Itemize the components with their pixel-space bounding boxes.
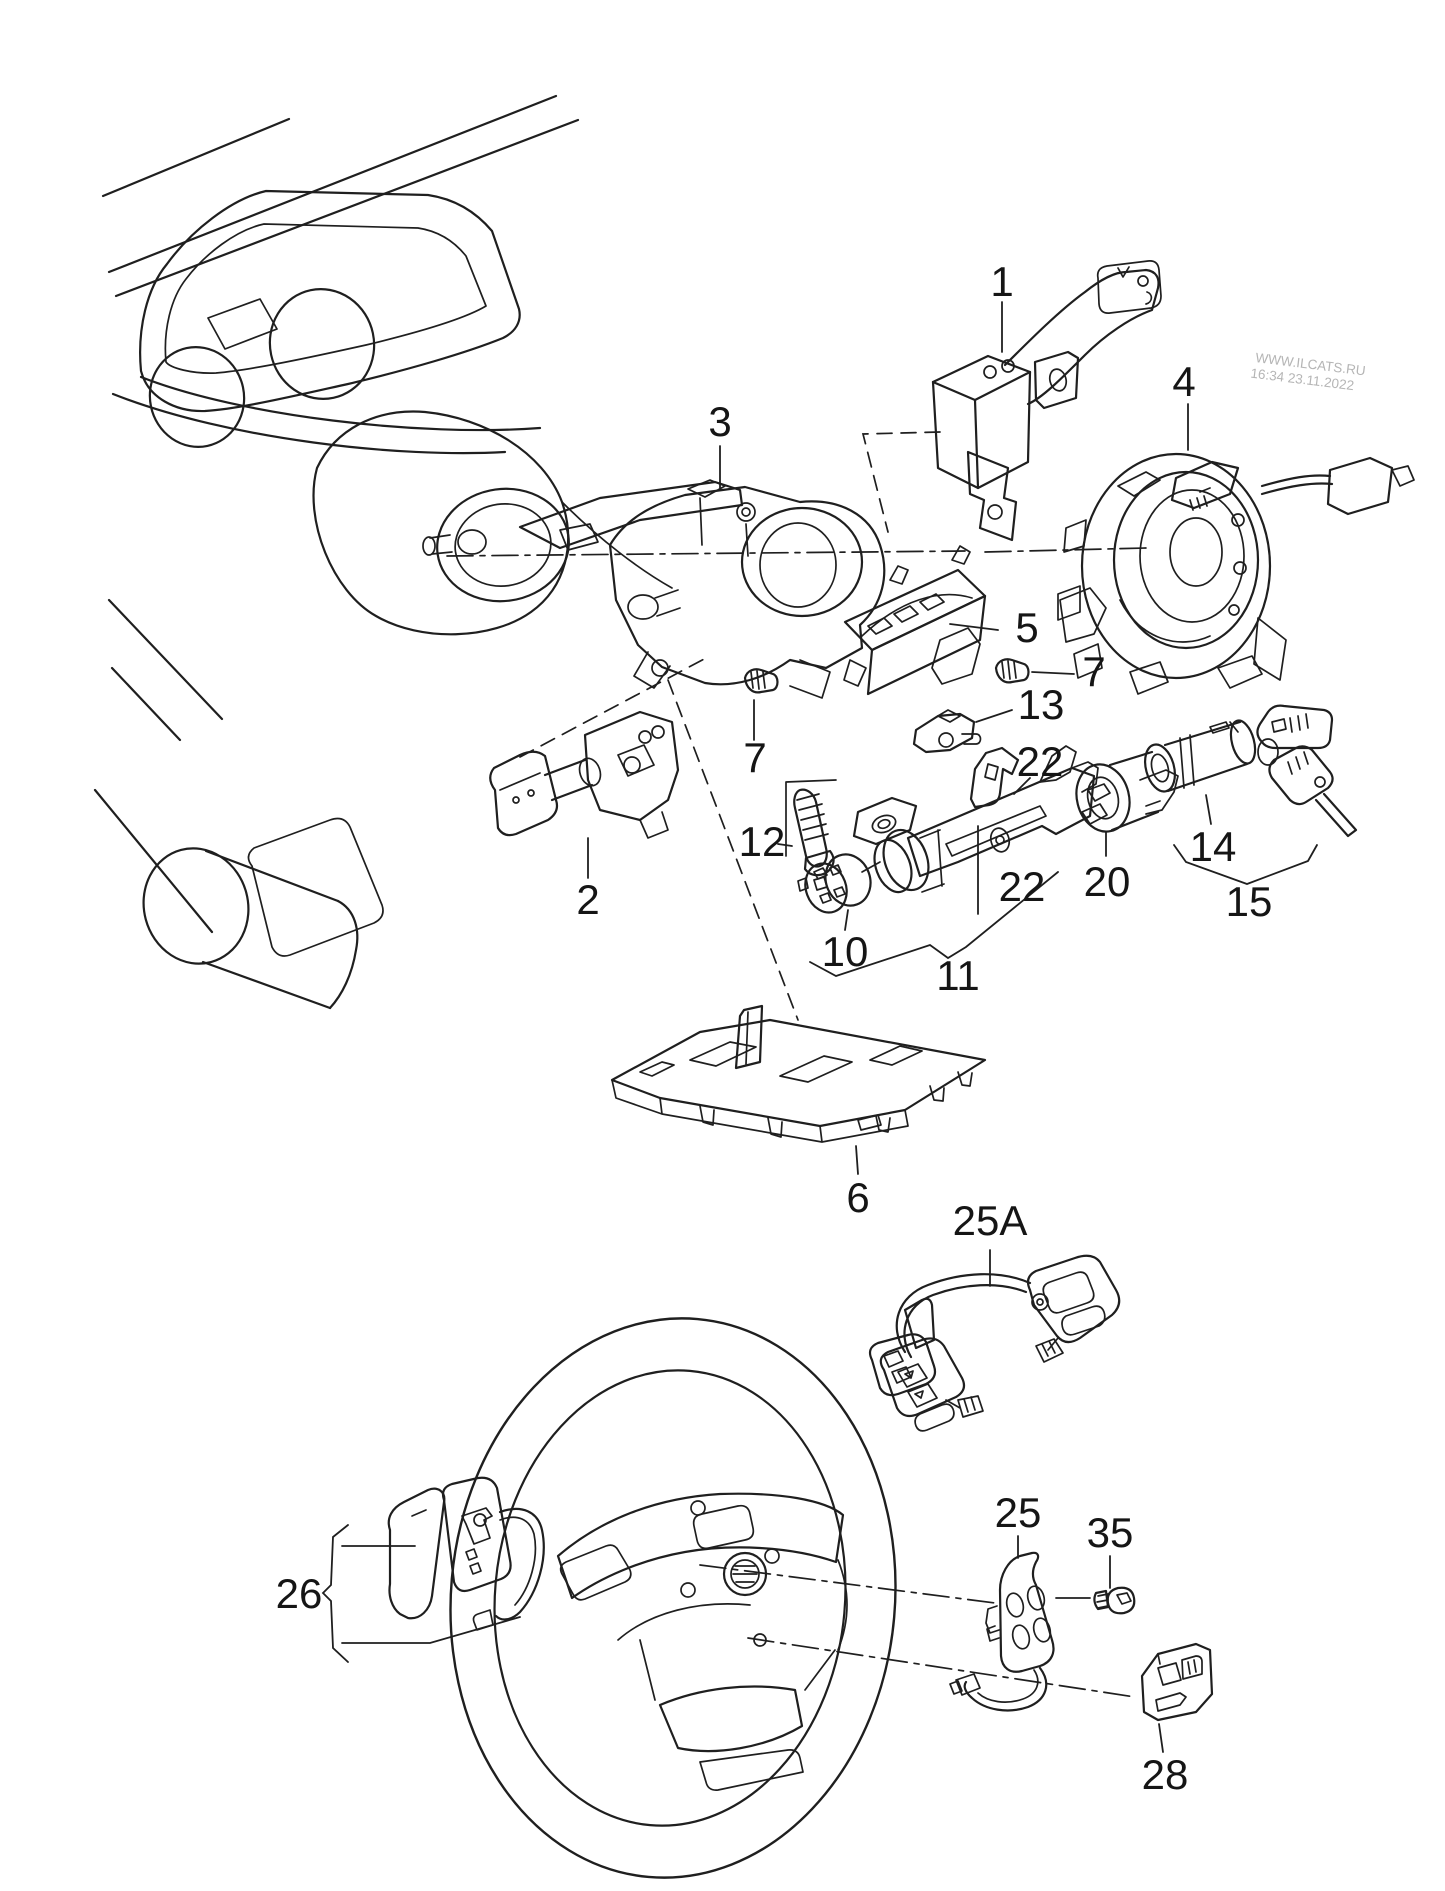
dashboard-sketch xyxy=(93,94,673,1010)
callout-2[interactable]: 2 xyxy=(576,876,599,923)
callout-1[interactable]: 1 xyxy=(990,258,1013,305)
part-lock-housing xyxy=(852,745,1111,894)
part-bracket-upper xyxy=(969,746,1020,809)
callout-7-left[interactable]: 7 xyxy=(743,734,766,781)
part-electronics-module xyxy=(610,1004,987,1143)
part-button-pod xyxy=(949,1551,1055,1712)
callout-12[interactable]: 12 xyxy=(739,818,786,865)
callout-14[interactable]: 14 xyxy=(1190,823,1237,870)
callout-7-right[interactable]: 7 xyxy=(1082,648,1105,695)
leader-lines xyxy=(321,301,1212,1753)
part-screw-right xyxy=(994,658,1030,684)
part-micro-switch xyxy=(912,709,982,754)
part-clock-spring xyxy=(1057,452,1415,695)
callout-10[interactable]: 10 xyxy=(822,928,869,975)
callout-25[interactable]: 25 xyxy=(995,1489,1042,1536)
callout-15[interactable]: 15 xyxy=(1226,878,1273,925)
center-lines xyxy=(446,431,1147,1021)
steering-wheel-sketch xyxy=(449,1297,937,1879)
callout-35[interactable]: 35 xyxy=(1087,1509,1134,1556)
part-lock-cap xyxy=(797,853,881,914)
part-contact-cap xyxy=(1075,750,1179,833)
part-turn-signal-stalk xyxy=(489,710,680,839)
steering-column-shroud xyxy=(312,410,673,636)
callout-labels: 1 3 4 5 7 13 22 7 12 2 22 20 14 15 10 11… xyxy=(276,258,1273,1798)
callout-4[interactable]: 4 xyxy=(1172,358,1195,405)
callout-22-lower[interactable]: 22 xyxy=(999,863,1046,910)
part-socket-screw xyxy=(1093,1586,1136,1615)
callout-3[interactable]: 3 xyxy=(708,398,731,445)
part-paddle-switch xyxy=(387,1476,545,1631)
callout-6[interactable]: 6 xyxy=(846,1174,869,1221)
part-connector-strip xyxy=(843,545,987,696)
callout-11[interactable]: 11 xyxy=(936,952,980,999)
group-brackets xyxy=(809,825,1318,977)
part-switch-housing xyxy=(518,479,886,699)
part-cruise-stalk xyxy=(931,260,1162,542)
callout-5[interactable]: 5 xyxy=(1015,604,1038,651)
part-lock-cylinder xyxy=(1144,719,1257,793)
part-connector-switch xyxy=(1140,1642,1214,1722)
part-spring-bolt xyxy=(785,779,837,891)
callout-20[interactable]: 20 xyxy=(1084,858,1131,905)
callout-25A[interactable]: 25A xyxy=(953,1197,1028,1244)
callout-28[interactable]: 28 xyxy=(1142,1751,1189,1798)
part-keys xyxy=(1256,704,1358,838)
callout-26[interactable]: 26 xyxy=(276,1570,323,1617)
dash-lower-left xyxy=(93,598,384,1010)
callout-22-upper[interactable]: 22 xyxy=(1017,738,1064,785)
callout-13[interactable]: 13 xyxy=(1018,681,1065,728)
part-screw-left xyxy=(743,668,779,694)
watermark: WWW.ILCATS.RU 16:34 23.11.2022 xyxy=(1250,350,1367,393)
part-button-set-cable xyxy=(879,1254,1121,1432)
instrument-gauges xyxy=(148,288,376,448)
